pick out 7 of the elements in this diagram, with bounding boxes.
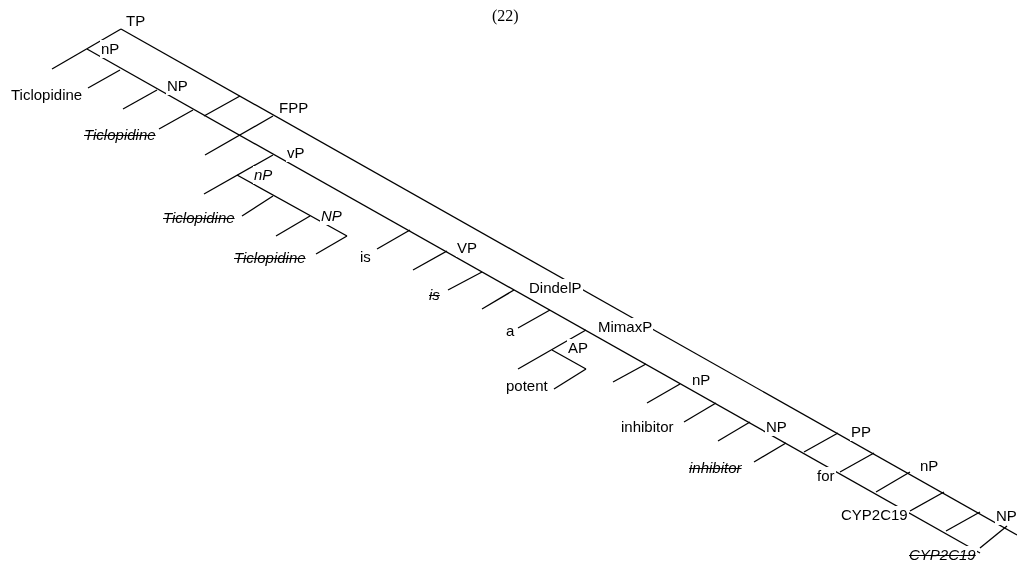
- trace-label: Ticlopidine: [233, 249, 307, 267]
- tree-label: nP: [100, 40, 121, 58]
- tree-label: nP: [253, 166, 274, 184]
- trace-label: Ticlopidine: [162, 209, 236, 227]
- trace-label: Ticlopidine: [83, 126, 157, 144]
- tree-label: Ticlopidine: [10, 86, 84, 104]
- example-number: (22): [492, 6, 519, 26]
